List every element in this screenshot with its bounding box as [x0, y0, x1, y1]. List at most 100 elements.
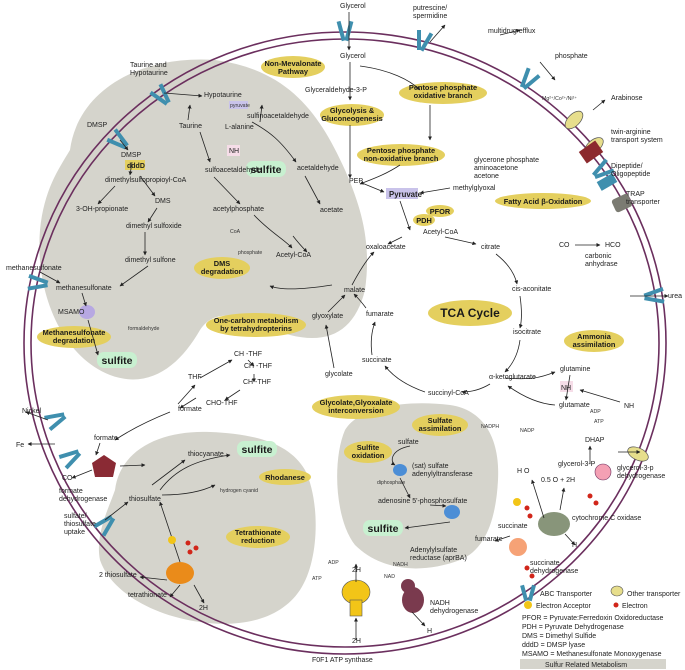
twin-arg-1: twin-arginine: [611, 129, 651, 136]
two-h-top: 2H: [352, 567, 361, 574]
chthf: CH -THF: [243, 379, 271, 386]
dmsp-out: DMSP: [87, 122, 108, 129]
formate-dehydrogenase: [92, 455, 116, 477]
fe: Fe: [16, 442, 24, 449]
taurine: Taurine: [179, 123, 202, 130]
o2: 0.5 O + 2H: [541, 477, 575, 484]
glycerol-in: Glycerol: [340, 53, 366, 60]
acetaldehyde: acetaldehyde: [297, 165, 339, 172]
nickel: Nickel: [22, 408, 42, 415]
methylglyoxal: methylglyoxal: [453, 185, 496, 192]
coa: CoA: [230, 229, 241, 235]
co2: CO: [559, 242, 570, 249]
ch2thf: CH -THF: [244, 363, 272, 370]
legend-dddd: dddD = DMSP lyase: [522, 642, 585, 649]
pill-msa-degradation-2: degradation: [53, 336, 96, 345]
diphosphate: diphosphate: [377, 480, 405, 486]
oxaloacetate: oxaloacetate: [366, 244, 406, 251]
thiosulfate-uptake-2: thiosulfate: [64, 521, 96, 528]
sat-2: adenylyltransferase: [412, 471, 473, 478]
putrescine-1: putrescine/: [413, 5, 447, 12]
akg: α-ketoglutarate: [489, 374, 536, 381]
acetylphosphate: acetylphosphate: [213, 206, 264, 213]
nad-label: NAD: [384, 574, 395, 580]
sulfinoacetaldehyde: sulfinoacetaldehyde: [247, 113, 309, 120]
trap-2: transporter: [626, 199, 661, 206]
pill-tetrathionate-1: Tetrathionate: [235, 528, 281, 537]
pyruvate-small: pyruvate: [230, 103, 250, 109]
urea: urea: [668, 293, 682, 300]
pathway-pills: Non-Mevalonate Pathway Glycolysis & Gluc…: [37, 56, 624, 548]
pill-ammonia-1: Ammonia: [577, 332, 612, 341]
nadh-dehydrogenase: [401, 579, 424, 613]
thf: THF: [188, 374, 202, 381]
abc-transporter: [27, 20, 665, 537]
pfor-label: PFOR: [430, 207, 451, 216]
acetylcoa-left: Acetyl-CoA: [276, 252, 311, 259]
alanine: L-alanine: [225, 124, 254, 131]
nh4: NH: [624, 403, 634, 410]
hypotaurine: Hypotaurine: [204, 92, 242, 99]
h2o: H O: [517, 468, 530, 475]
hco3: HCO: [605, 242, 621, 249]
nadph-akg: NADPH: [481, 424, 499, 430]
pill-sulfate-assim-1: Sulfate: [428, 416, 453, 425]
legend-pfor: PFOR = Pyruvate:Ferredoxin Oxidoreductas…: [522, 615, 664, 622]
pill-dms-degradation-1: DMS: [214, 259, 230, 268]
atp-label: ATP: [312, 576, 322, 582]
msamo: MSAMO: [58, 309, 85, 316]
pill-glycolate-1: Glycolate,Glyoxalate: [320, 398, 393, 407]
thiosulfate-uptake-1: sulfate/: [64, 513, 87, 520]
labels: Glycerol Glycerol putrescine/ spermidine…: [6, 3, 682, 664]
aprba-2: reductase (aprBA): [410, 555, 467, 562]
glycerol3p-dehydrogenase: [594, 463, 612, 481]
formate-dh-1: formate: [59, 488, 83, 495]
adp-gln: ADP: [590, 409, 601, 415]
pill-glycolysis-1: Glycolysis &: [330, 106, 375, 115]
glyoxylate: glyoxylate: [312, 313, 343, 320]
nadh-label: NADH: [393, 562, 408, 568]
trap-1: TRAP: [626, 191, 645, 198]
dmspcoa: dimethylsulfopropioyl-CoA: [105, 177, 187, 184]
pep: PEP: [349, 178, 363, 185]
formate-dh-2: dehydrogenase: [59, 496, 107, 503]
sat-1: (sat) sulfate: [412, 463, 449, 470]
glyceraldehyde: Glyceraldehyde-3-P: [305, 87, 367, 94]
ions: Mg²⁺/Co²⁺/Ni²⁺: [542, 96, 577, 102]
sdh-2: dehydrogenase: [530, 568, 578, 575]
glutamate: glutamate: [559, 402, 590, 409]
legend-other: Other transporter: [627, 591, 681, 598]
formaldehyde: formaldehyde: [128, 326, 160, 332]
glycerone-3: acetone: [474, 173, 499, 180]
phosphate-small: phosphate: [238, 250, 262, 256]
pill-ppp-ox-2: oxidative branch: [414, 91, 473, 100]
nh3-in: NH: [561, 385, 571, 392]
tetrathionate-reductase: [166, 562, 194, 584]
trap-transporter: [611, 193, 633, 213]
pyruvate: Pyruvate: [389, 190, 423, 199]
sulfite-taurine: sulfite: [251, 164, 282, 176]
pill-one-carbon-2: by tetrahydropterins: [220, 324, 292, 333]
taurine-out-2: Hypotaurine: [130, 70, 168, 77]
two-h-bottom: 2H: [352, 638, 361, 645]
msamo-enzyme: [79, 305, 95, 319]
cis-aconitate: cis-aconitate: [512, 286, 551, 293]
malate: malate: [344, 287, 365, 294]
pill-msa-degradation-1: Methanesulfonate: [43, 328, 106, 337]
reaction-arrows: [25, 12, 669, 640]
nadp-akg: NADP: [520, 428, 535, 434]
g3p: glycerol-3-P: [558, 461, 596, 468]
sdh-1: succinate: [530, 560, 560, 567]
isocitrate: isocitrate: [513, 329, 541, 336]
phosphate: phosphate: [555, 53, 588, 60]
formate-left: formate: [178, 406, 202, 413]
two-h-tetra: 2H: [199, 605, 208, 612]
aprba-reductase: [444, 505, 460, 519]
nh3-small: NH: [229, 148, 239, 155]
pill-glycolate-2: interconversion: [328, 406, 384, 415]
carbonic-1: carbonic: [585, 253, 612, 260]
two-thiosulfate: 2 thiosulfate: [99, 572, 137, 579]
putrescine-2: spermidine: [413, 13, 447, 20]
